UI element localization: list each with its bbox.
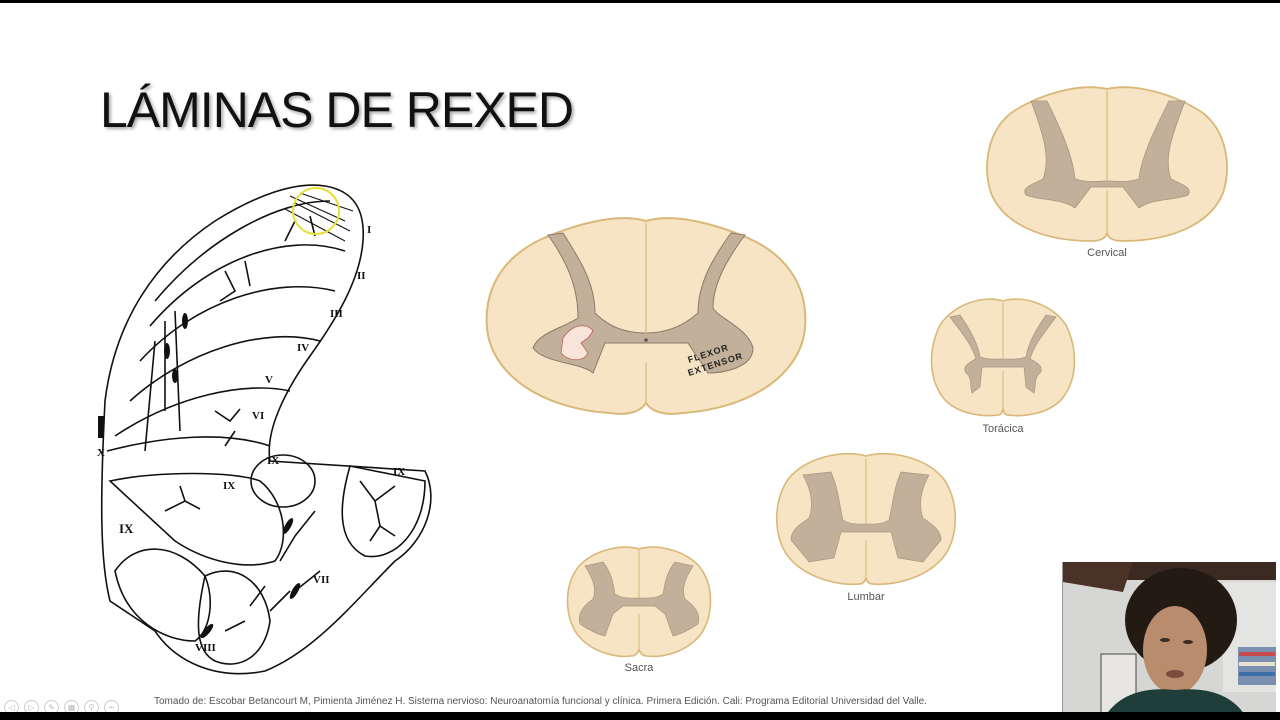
bottom-black-bar [0,712,1280,720]
section-label-toracica: Torácica [982,423,1024,435]
presentation-controls: ◁ ▷ ✎ ▦ ⚲ ••• [4,700,119,712]
svg-text:III: III [330,308,343,320]
lamina-label-i: I [367,224,371,236]
svg-text:VI: VI [252,410,264,422]
svg-text:IX: IX [119,521,134,536]
previous-icon[interactable]: ◁ [4,700,19,712]
section-label-cervical: Cervical [1087,247,1127,259]
svg-text:V: V [265,374,273,386]
slides-icon[interactable]: ▦ [64,700,79,712]
svg-text:IX: IX [223,480,235,492]
citation-text: Tomado de: Escobar Betancourt M, Pimient… [154,696,927,707]
svg-text:IX: IX [267,455,279,467]
rexed-laminae-diagram: I II III IV V VI X IX IX IX IX VII VIII [97,184,432,675]
spinal-cord-main-section: FLEXOR EXTENSOR [485,217,807,415]
svg-text:IX: IX [393,466,405,478]
svg-text:X: X [97,447,105,459]
slide-title: LÁMINAS DE REXED [100,82,574,138]
section-cervical: Cervical [983,83,1231,268]
section-toracica: Torácica [926,295,1080,440]
section-sacra: Sacra [563,544,715,680]
top-black-bar [0,0,1280,3]
presenter-webcam [1062,562,1276,720]
svg-text:IV: IV [297,342,309,354]
pen-icon[interactable]: ✎ [44,700,59,712]
zoom-icon[interactable]: ⚲ [84,700,99,712]
svg-text:II: II [357,270,366,282]
svg-text:VIII: VIII [195,642,216,654]
svg-text:VII: VII [313,574,330,586]
section-lumbar: Lumbar [773,450,959,608]
next-icon[interactable]: ▷ [24,700,39,712]
more-icon[interactable]: ••• [104,700,119,712]
section-label-sacra: Sacra [624,662,654,674]
highlight-circle [292,187,340,235]
section-label-lumbar: Lumbar [847,591,885,603]
